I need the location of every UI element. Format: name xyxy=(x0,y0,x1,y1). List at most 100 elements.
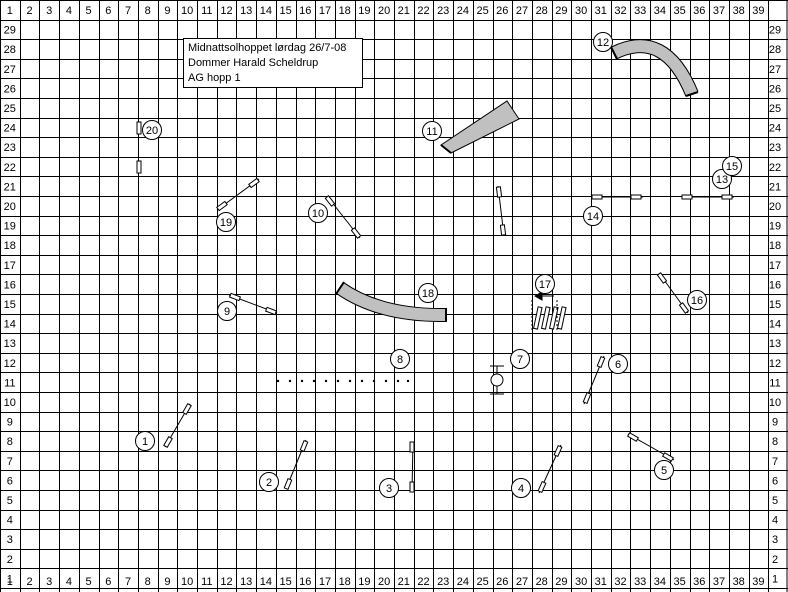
marker-number: 16 xyxy=(691,295,703,307)
column-label-bottom: 12 xyxy=(220,576,232,588)
row-label-right: 1 xyxy=(772,573,778,585)
marker-circle xyxy=(510,349,530,369)
row-label-left: 18 xyxy=(4,240,16,252)
row-label-left: 4 xyxy=(7,515,13,527)
marker-number: 2 xyxy=(266,477,272,489)
column-label-top: 13 xyxy=(240,5,252,17)
column-label-bottom: 24 xyxy=(457,576,469,588)
column-label-bottom: 3 xyxy=(46,576,52,588)
obstacle-marker-16: 16 xyxy=(687,290,707,310)
obstacle-marker-20: 20 xyxy=(142,120,162,140)
column-label-bottom: 27 xyxy=(516,576,528,588)
marker-circle xyxy=(308,203,328,223)
row-label-right: 4 xyxy=(772,515,778,527)
course-info-box: Midnattsolhoppet lørdag 26/7-08 Dommer H… xyxy=(183,38,363,88)
column-label-top: 26 xyxy=(496,5,508,17)
row-label-right: 26 xyxy=(769,83,781,95)
row-label-left: 14 xyxy=(4,319,16,331)
column-label-bottom: 21 xyxy=(398,576,410,588)
column-label-top: 12 xyxy=(220,5,232,17)
column-label-top: 8 xyxy=(145,5,151,17)
column-label-top: 10 xyxy=(181,5,193,17)
row-label-right: 28 xyxy=(769,44,781,56)
column-label-top: 4 xyxy=(66,5,72,17)
row-label-right: 24 xyxy=(769,123,781,135)
row-label-left: 29 xyxy=(4,25,16,37)
column-label-bottom: 37 xyxy=(713,576,725,588)
obstacle-marker-8: 8 xyxy=(390,349,410,369)
column-label-bottom: 38 xyxy=(733,576,745,588)
marker-number: 12 xyxy=(597,37,609,49)
column-label-bottom: 34 xyxy=(654,576,666,588)
column-label-top: 3 xyxy=(46,5,52,17)
column-label-top: 16 xyxy=(299,5,311,17)
column-label-top: 28 xyxy=(536,5,548,17)
column-label-top: 18 xyxy=(339,5,351,17)
column-label-bottom: 9 xyxy=(164,576,170,588)
column-label-bottom: 28 xyxy=(536,576,548,588)
column-label-bottom: 2 xyxy=(26,576,32,588)
column-label-top: 32 xyxy=(614,5,626,17)
marker-number: 6 xyxy=(615,359,621,371)
marker-number: 3 xyxy=(386,483,392,495)
marker-circle xyxy=(390,349,410,369)
row-label-left: 27 xyxy=(4,64,16,76)
column-label-top: 35 xyxy=(673,5,685,17)
column-label-bottom: 7 xyxy=(125,576,131,588)
marker-number: 14 xyxy=(587,211,599,223)
row-label-left: 17 xyxy=(4,260,16,272)
row-label-right: 15 xyxy=(769,299,781,311)
column-label-bottom: 29 xyxy=(555,576,567,588)
row-label-right: 19 xyxy=(769,221,781,233)
obstacle-marker-6: 6 xyxy=(608,354,628,374)
row-label-left: 5 xyxy=(7,495,13,507)
jump-1 xyxy=(163,402,192,449)
marker-circle xyxy=(654,460,674,480)
jump-13 xyxy=(681,194,734,200)
column-label-bottom: 20 xyxy=(378,576,390,588)
row-label-right: 21 xyxy=(769,181,781,193)
column-label-bottom: 15 xyxy=(279,576,291,588)
column-label-top: 6 xyxy=(105,5,111,17)
row-label-left: 19 xyxy=(4,221,16,233)
column-label-bottom: 5 xyxy=(86,576,92,588)
marker-number: 8 xyxy=(397,354,403,366)
marker-circle xyxy=(535,274,555,294)
column-label-bottom: 31 xyxy=(595,576,607,588)
column-label-bottom: 25 xyxy=(476,576,488,588)
marker-circle xyxy=(687,290,707,310)
column-label-top: 23 xyxy=(437,5,449,17)
obstacle-marker-19: 19 xyxy=(216,212,236,232)
column-label-bottom: 35 xyxy=(673,576,685,588)
row-label-right: 22 xyxy=(769,162,781,174)
row-label-left: 12 xyxy=(4,358,16,370)
row-label-right: 20 xyxy=(769,201,781,213)
column-label-bottom: 6 xyxy=(105,576,111,588)
column-label-bottom: 18 xyxy=(339,576,351,588)
tunnel-12 xyxy=(610,39,699,97)
jump-14 xyxy=(591,194,643,200)
marker-circle xyxy=(135,431,155,451)
column-label-bottom: 32 xyxy=(614,576,626,588)
marker-number: 11 xyxy=(426,126,437,138)
row-label-left: 24 xyxy=(4,123,16,135)
row-label-left: 6 xyxy=(7,475,13,487)
marker-number: 17 xyxy=(539,279,551,291)
column-label-bottom: 16 xyxy=(299,576,311,588)
row-label-left: 8 xyxy=(7,436,13,448)
row-label-left: 15 xyxy=(4,299,16,311)
marker-number: 10 xyxy=(312,208,324,220)
row-label-right: 17 xyxy=(769,260,781,272)
marker-circle xyxy=(217,301,237,321)
obstacle-marker-1: 1 xyxy=(135,431,155,451)
row-label-left: 23 xyxy=(4,142,16,154)
obstacle-marker-3: 3 xyxy=(379,478,399,498)
column-label-bottom: 17 xyxy=(319,576,331,588)
row-label-right: 27 xyxy=(769,64,781,76)
row-label-right: 11 xyxy=(769,377,780,389)
row-labels-left: 2928272625242322212019181716151413121110… xyxy=(4,25,16,586)
column-label-top: 24 xyxy=(457,5,469,17)
